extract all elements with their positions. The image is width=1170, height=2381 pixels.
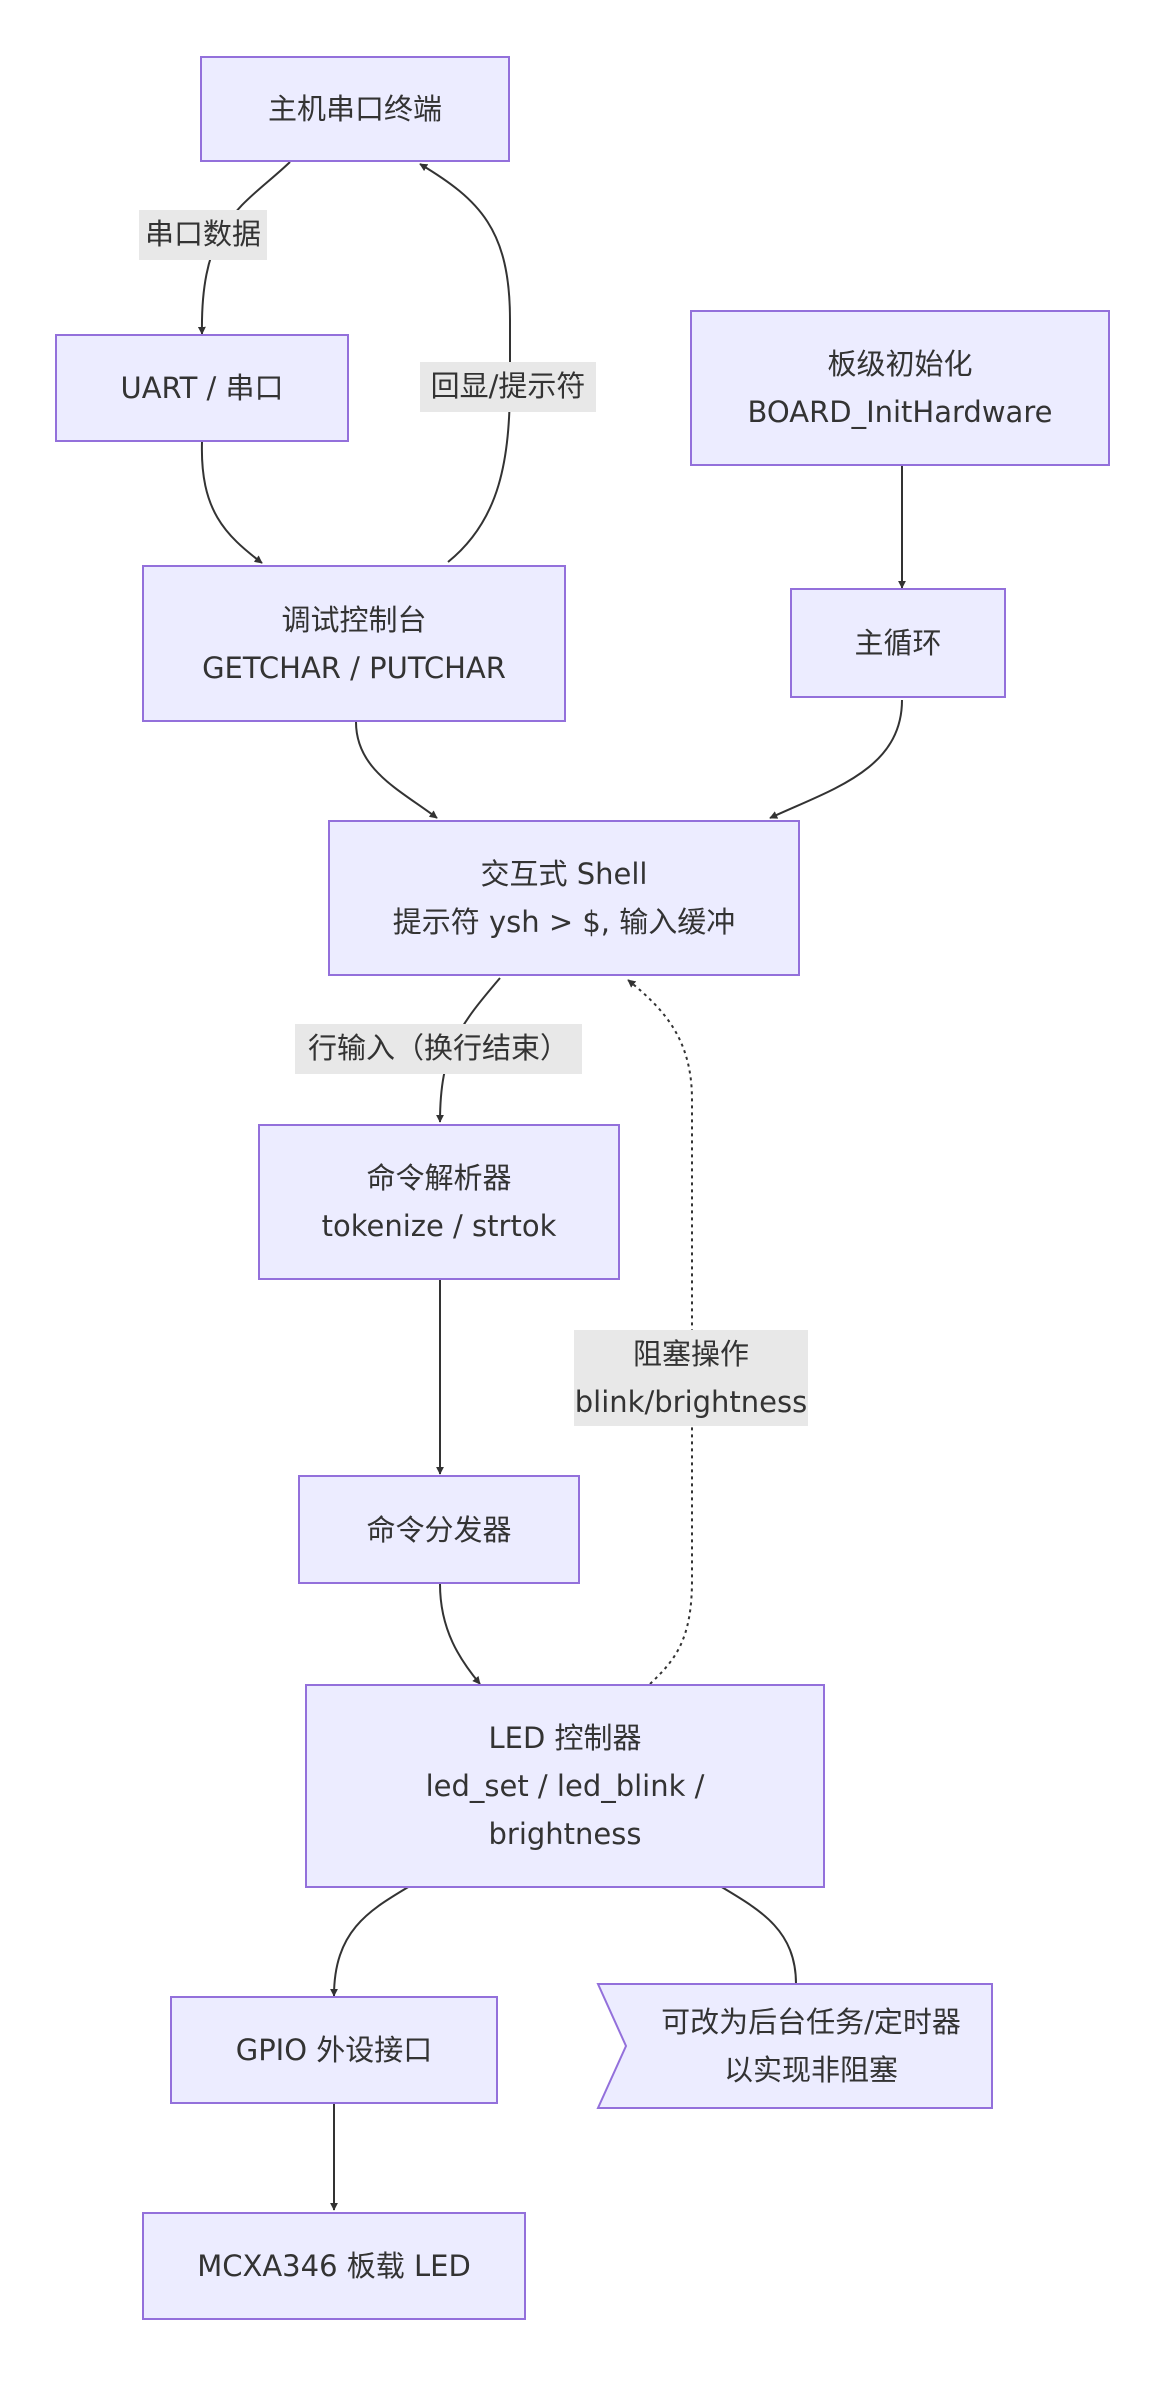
- edge-led-to-gpio: [330, 1885, 411, 1997]
- node-board-led-line-1: MCXA346 板载 LED: [197, 2249, 471, 2283]
- node-gpio-line-1: GPIO 外设接口: [235, 2033, 433, 2067]
- node-dispatcher-line-1: 命令分发器: [366, 1512, 512, 1547]
- node-parser-line-1: 命令解析器: [366, 1161, 512, 1195]
- node-note: 可改为后台任务/定时器 以实现非阻塞: [630, 1984, 992, 2108]
- node-main-loop-line-1: 主循环: [854, 626, 942, 660]
- node-note-line-1: 可改为后台任务/定时器: [661, 2005, 961, 2039]
- node-shell-line-2: 提示符 ysh > $, 输入缓冲: [392, 905, 736, 939]
- node-shell-line-1: 交互式 Shell: [480, 857, 648, 891]
- note-flag-shape: [596, 1983, 993, 2109]
- node-uart-line-1: UART / 串口: [120, 371, 284, 405]
- node-led-controller-line-2: led_set / led_blink /: [425, 1769, 705, 1803]
- edge-label-serial-data: 串口数据: [139, 210, 267, 260]
- node-dispatcher: 命令分发器: [298, 1475, 580, 1584]
- edge-mainloop-to-shell: [769, 699, 903, 819]
- edge-label-echo-prompt-line-1: 回显/提示符: [430, 369, 586, 403]
- edge-label-line-input-line-1: 行输入（换行结束）: [307, 1031, 569, 1065]
- node-led-controller: LED 控制器 led_set / led_blink / brightness: [305, 1684, 825, 1888]
- edge-led-to-shell-dotted: [627, 979, 693, 1685]
- node-gpio: GPIO 外设接口: [170, 1996, 498, 2104]
- edge-label-blocking-ops: 阻塞操作 blink/brightness: [574, 1330, 808, 1426]
- node-shell: 交互式 Shell 提示符 ysh > $, 输入缓冲: [328, 820, 800, 976]
- edge-label-line-input: 行输入（换行结束）: [295, 1024, 582, 1074]
- node-led-controller-line-1: LED 控制器: [488, 1721, 642, 1755]
- node-note-line-2: 以实现非阻塞: [723, 2053, 898, 2087]
- edge-debug-to-shell: [355, 721, 438, 819]
- node-debug-console: 调试控制台 GETCHAR / PUTCHAR: [142, 565, 566, 722]
- node-debug-console-line-2: GETCHAR / PUTCHAR: [202, 650, 506, 685]
- node-board-init: 板级初始化 BOARD_InitHardware: [690, 310, 1110, 466]
- edge-label-serial-data-line-1: 串口数据: [144, 217, 261, 251]
- edge-debug-to-host: [419, 163, 511, 563]
- node-board-init-line-1: 板级初始化: [827, 347, 973, 381]
- node-parser-line-2: tokenize / strtok: [321, 1209, 557, 1243]
- edge-uart-to-debug: [200, 441, 263, 564]
- edge-dispatcher-to-led: [439, 1583, 481, 1685]
- node-host-terminal-line-1: 主机串口终端: [267, 92, 442, 126]
- node-board-init-line-2: BOARD_InitHardware: [747, 395, 1053, 429]
- edge-led-to-note: [719, 1885, 797, 1985]
- node-debug-console-line-1: 调试控制台: [281, 602, 427, 637]
- node-board-led: MCXA346 板载 LED: [142, 2212, 526, 2320]
- edge-label-echo-prompt: 回显/提示符: [420, 362, 596, 412]
- node-led-controller-line-3: brightness: [488, 1817, 642, 1851]
- node-parser: 命令解析器 tokenize / strtok: [258, 1124, 620, 1280]
- node-uart: UART / 串口: [55, 334, 349, 442]
- edge-label-blocking-ops-line-2: blink/brightness: [574, 1385, 808, 1419]
- edge-label-blocking-ops-line-1: 阻塞操作: [632, 1337, 749, 1371]
- node-main-loop: 主循环: [790, 588, 1006, 698]
- node-host-terminal: 主机串口终端: [200, 56, 510, 162]
